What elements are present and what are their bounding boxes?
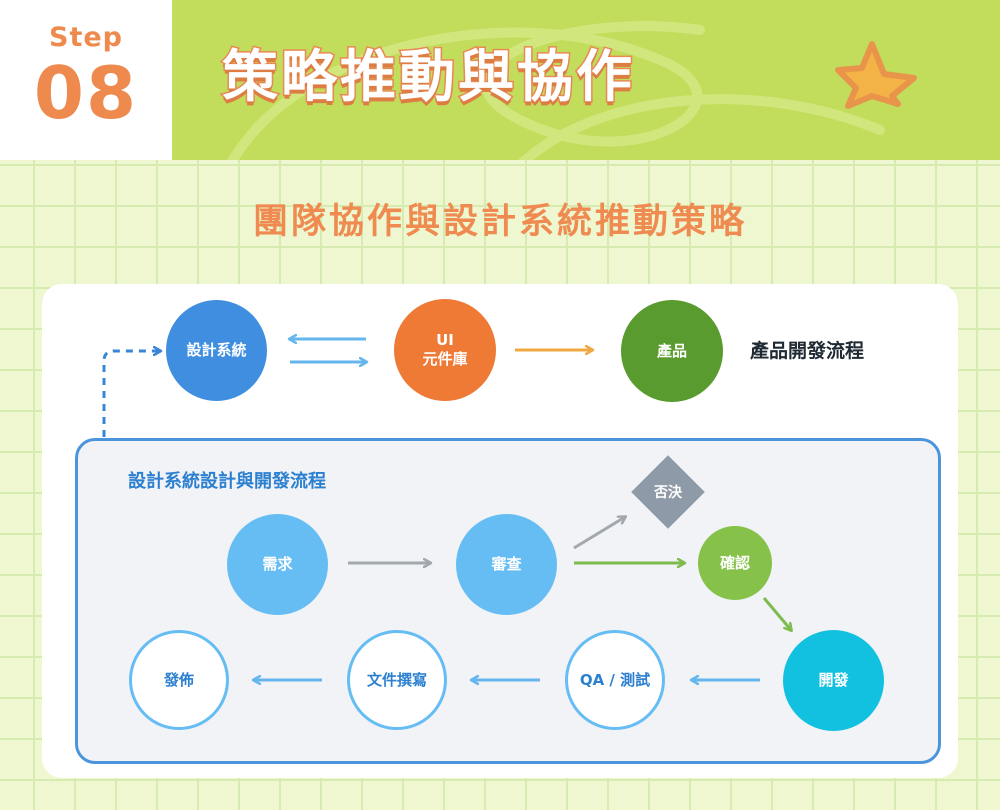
header-band: Step 08 策略推動與協作 xyxy=(0,0,1000,160)
node-reject-label: 否決 xyxy=(654,485,682,501)
node-confirm: 確認 xyxy=(698,526,772,600)
decorative-swirl xyxy=(227,21,705,160)
decorative-swirl xyxy=(518,94,885,160)
inner-flow-label: 設計系統設計與開發流程 xyxy=(128,471,326,492)
dashed-arrow-panel-to-design-system xyxy=(102,351,160,437)
node-design-system-label: 設計系統 xyxy=(186,341,247,359)
node-release: 發佈 xyxy=(129,630,229,730)
step-box: Step 08 xyxy=(0,0,172,160)
arrow-review-to-reject xyxy=(573,517,625,550)
header-decoration xyxy=(227,21,917,160)
node-review-label: 審查 xyxy=(491,555,522,573)
node-product: 產品 xyxy=(621,300,723,402)
node-design-system: 設計系統 xyxy=(166,300,267,401)
step-label: Step xyxy=(49,22,123,53)
page-title: 策略推動與協作 xyxy=(221,44,635,112)
node-review: 審查 xyxy=(456,514,557,615)
node-release-label: 發佈 xyxy=(163,670,194,689)
product-flow-label: 產品開發流程 xyxy=(750,340,865,362)
node-confirm-label: 確認 xyxy=(719,553,750,572)
node-ui-library: UI 元件庫 xyxy=(394,299,496,401)
node-ui-library-label-line1: UI xyxy=(436,331,454,349)
node-qa-label: QA / 測試 xyxy=(579,670,651,689)
node-requirement: 需求 xyxy=(227,514,328,615)
node-documentation: 文件撰寫 xyxy=(347,630,447,730)
node-develop: 開發 xyxy=(783,630,884,731)
star-icon xyxy=(835,41,917,109)
node-ui-library-label-line2: 元件庫 xyxy=(422,350,468,368)
node-documentation-label: 文件撰寫 xyxy=(366,670,427,689)
diagram-subtitle: 團隊協作與設計系統推動策略 xyxy=(252,202,747,242)
node-qa: QA / 測試 xyxy=(565,630,665,730)
arrow-confirm-to-develop xyxy=(762,597,791,630)
node-requirement-label: 需求 xyxy=(262,555,293,573)
node-develop-label: 開發 xyxy=(818,671,849,689)
node-product-label: 產品 xyxy=(656,341,687,360)
step-number: 08 xyxy=(33,51,139,135)
